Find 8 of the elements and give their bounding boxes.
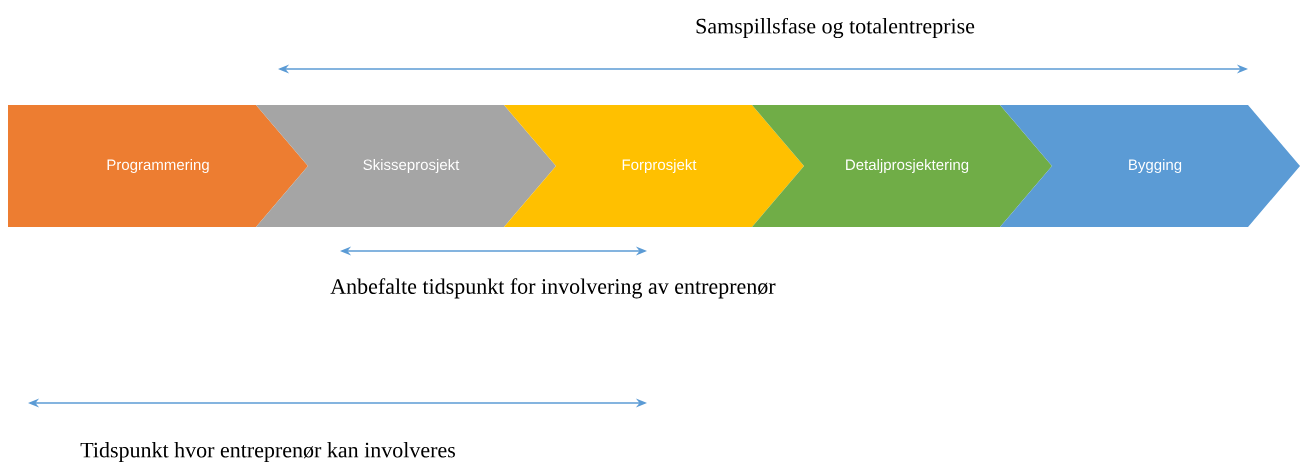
chevron-step: Skisseprosjekt (256, 105, 556, 227)
chevron-step: Detaljprosjektering (752, 105, 1052, 227)
chevron-step: Forprosjekt (504, 105, 804, 227)
chevron-step: Programmering (8, 105, 308, 227)
span-label: Anbefalte tidspunkt for involvering av entreprenør (330, 278, 776, 299)
span-label: Tidspunkt hvor entreprenør kan involveres (80, 442, 455, 462)
chevron-step: Bygging (1000, 105, 1300, 227)
span-label: Samspillsfase og totalentreprise (696, 17, 975, 39)
